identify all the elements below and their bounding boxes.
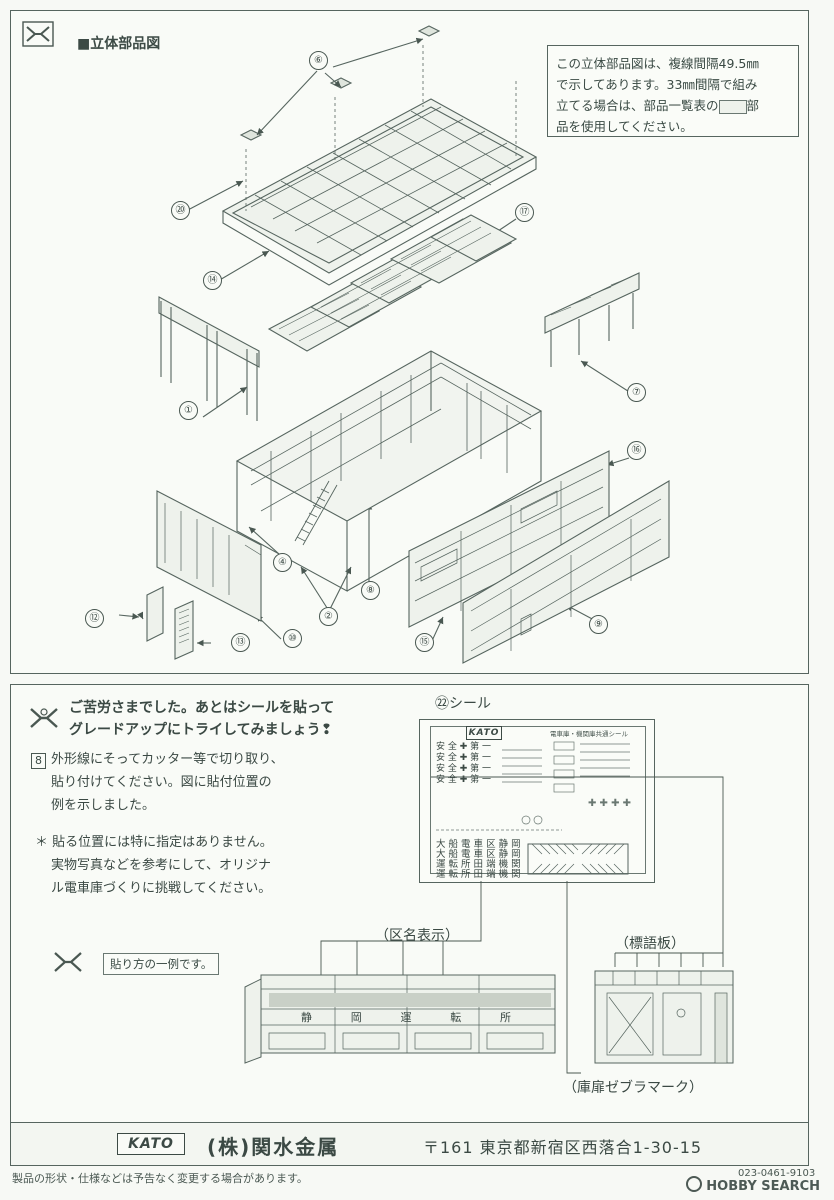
safety-row-4: 安 全 ✚ 第 一 [436,775,491,785]
callout-7: ⑦ [627,383,646,402]
callout-10: ⑩ [283,629,302,648]
roof-panels [267,214,518,352]
note-line-4: 品を使用してください。 [556,119,693,134]
station-row-2: 大 船 電 車 区 静 岡 [436,849,521,860]
facade-char-3: 運 [400,1011,412,1024]
station-row-3: 運 転 所 田 端 機 関 [436,859,521,870]
callout-17: ⑰ [515,203,534,222]
facade-char-1: 静 [301,1011,312,1024]
note-line-3: 立てる場合は、部品一覧表の [556,98,719,113]
shutter-part [174,600,194,660]
safety-row-1: 安 全 ✚ 第 一 [436,742,491,752]
headline-1: ご苦労さまでした。あとはシールを貼って [69,700,335,716]
leader-lines [320,776,724,1074]
callout-8: ⑧ [361,581,380,600]
callout-13: ⑬ [231,633,250,652]
note-line-1: この立体部品図は、複線間隔49.5㎜ [556,56,759,71]
facade-example-long [244,974,556,1064]
note-line-2: で示してあります。33㎜間隔で組み [556,77,758,92]
product-code: 023-0461-9103 [738,1168,816,1179]
roof-frame [221,98,538,286]
step-line-1: 外形線にそってカッター等で切り取り、 [51,752,284,767]
footer-brand: KATO [117,1133,185,1155]
sticker-safety-rows: 安 全 ✚ 第 一 安 全 ✚ 第 一 安 全 ✚ 第 一 安 全 ✚ 第 一 [436,742,491,786]
label-kumei: （区名表示） [375,928,459,944]
sticker-marks: ✚ ✚ ✚ ✚ [436,741,631,875]
end-frame [158,296,260,421]
note-line-3: ル電車庫づくりに挑戦してください。 [51,881,272,896]
company-address: 〒161 東京都新宿区西落合1-30-15 [423,1138,703,1157]
facade-char-5: 所 [500,1011,511,1024]
note-line-1: ＊ 貼る位置には特に指定はありません。 [35,835,273,850]
sticker-title: ㉒シール [435,696,491,712]
spacing-note: この立体部品図は、複線間隔49.5㎜ で示してあります。33㎜間隔で組み 立てる… [547,45,799,137]
station-row-1: 大 船 電 車 区 静 岡 [436,839,521,850]
step-number: 8 [31,753,46,769]
mascot-logo [30,708,58,728]
safety-row-2: 安 全 ✚ 第 一 [436,753,491,763]
sticker-brand: KATO [466,726,502,740]
facade-example-end [594,970,734,1064]
watermark-text: HOBBY SEARCH [706,1179,820,1194]
eave-part [544,272,640,367]
callout-6: ⑥ [309,51,328,70]
end-wall [156,490,262,622]
disclaimer: 製品の形状・仕様などは予告なく変更する場合があります。 [12,1172,308,1185]
watermark: HOBBY SEARCH [686,1176,820,1194]
step-line-3: 例を示しました。 [51,798,156,813]
safety-row-3: 安 全 ✚ 第 一 [436,764,491,774]
facade-station-chars: 静 岡 運 転 所 [301,1009,511,1025]
headline-2: グレードアップにトライしてみましょう❢ [69,722,333,738]
example-caption: 貼り方の一例です。 [103,953,220,975]
callout-4: ④ [273,553,292,572]
callout-12: ⑫ [85,609,104,628]
callout-15: ⑮ [415,633,434,652]
sticker-instructions-panel: ご苦労さまでした。あとはシールを貼って グレードアップにトライしてみましょう❢ … [10,684,809,1134]
callout-1: ① [179,401,198,420]
long-wall-back [408,450,610,628]
step-text: 外形線にそってカッター等で切り取り、 貼り付けてください。図に貼付位置の 例を示… [51,748,284,817]
parts-line-drawing [118,25,670,664]
svg-text:✚ ✚ ✚ ✚: ✚ ✚ ✚ ✚ [588,798,631,809]
callout-9: ⑨ [589,615,608,634]
mascot-small-icon [54,952,82,972]
facade-char-4: 転 [450,1011,462,1024]
company-name: (株)関水金属 [207,1135,340,1159]
label-hyougoban: （標語板） [615,936,685,952]
callout-16: ⑯ [627,441,646,460]
callout-14: ⑭ [203,271,222,290]
note-line-3b: 部 [746,98,760,113]
label-zebra-mark: （庫扉ゼブラマーク） [563,1080,703,1096]
door-part [146,586,164,642]
section-title: ■立体部品図 [77,36,161,52]
callout-20: ⑳ [171,201,190,220]
sticker-sheet: KATO 電車庫・機関庫共通シール 安 全 ✚ 第 一 安 全 ✚ 第 一 安 … [419,719,655,883]
free-placement-note: ＊ 貼る位置には特に指定はありません。 実物写真などを参考にして、オリジナ ル電… [35,831,273,900]
callout-2: ② [319,607,338,626]
sticker-station-names: 大 船 電 車 区 静 岡 大 船 電 車 区 静 岡 運 転 所 田 端 機 … [436,840,521,880]
watermark-logo-icon [686,1176,703,1192]
note-line-2: 実物写真などを参考にして、オリジナ [51,858,271,873]
blank-box [718,99,747,114]
facade-char-2: 岡 [350,1011,362,1024]
long-wall-front [462,480,670,664]
exploded-parts-diagram-panel: ■立体部品図 この立体部品図は、複線間隔49.5㎜ で示してあります。33㎜間隔… [10,10,809,674]
sticker-small-header: 電車庫・機関庫共通シール [550,730,628,738]
company-footer: KATO (株)関水金属 〒161 東京都新宿区西落合1-30-15 [10,1122,809,1166]
station-row-4: 運 転 所 田 端 機 関 [436,869,521,880]
kato-logo-top [22,21,54,47]
step-line-2: 貼り付けてください。図に貼付位置の [51,775,272,790]
